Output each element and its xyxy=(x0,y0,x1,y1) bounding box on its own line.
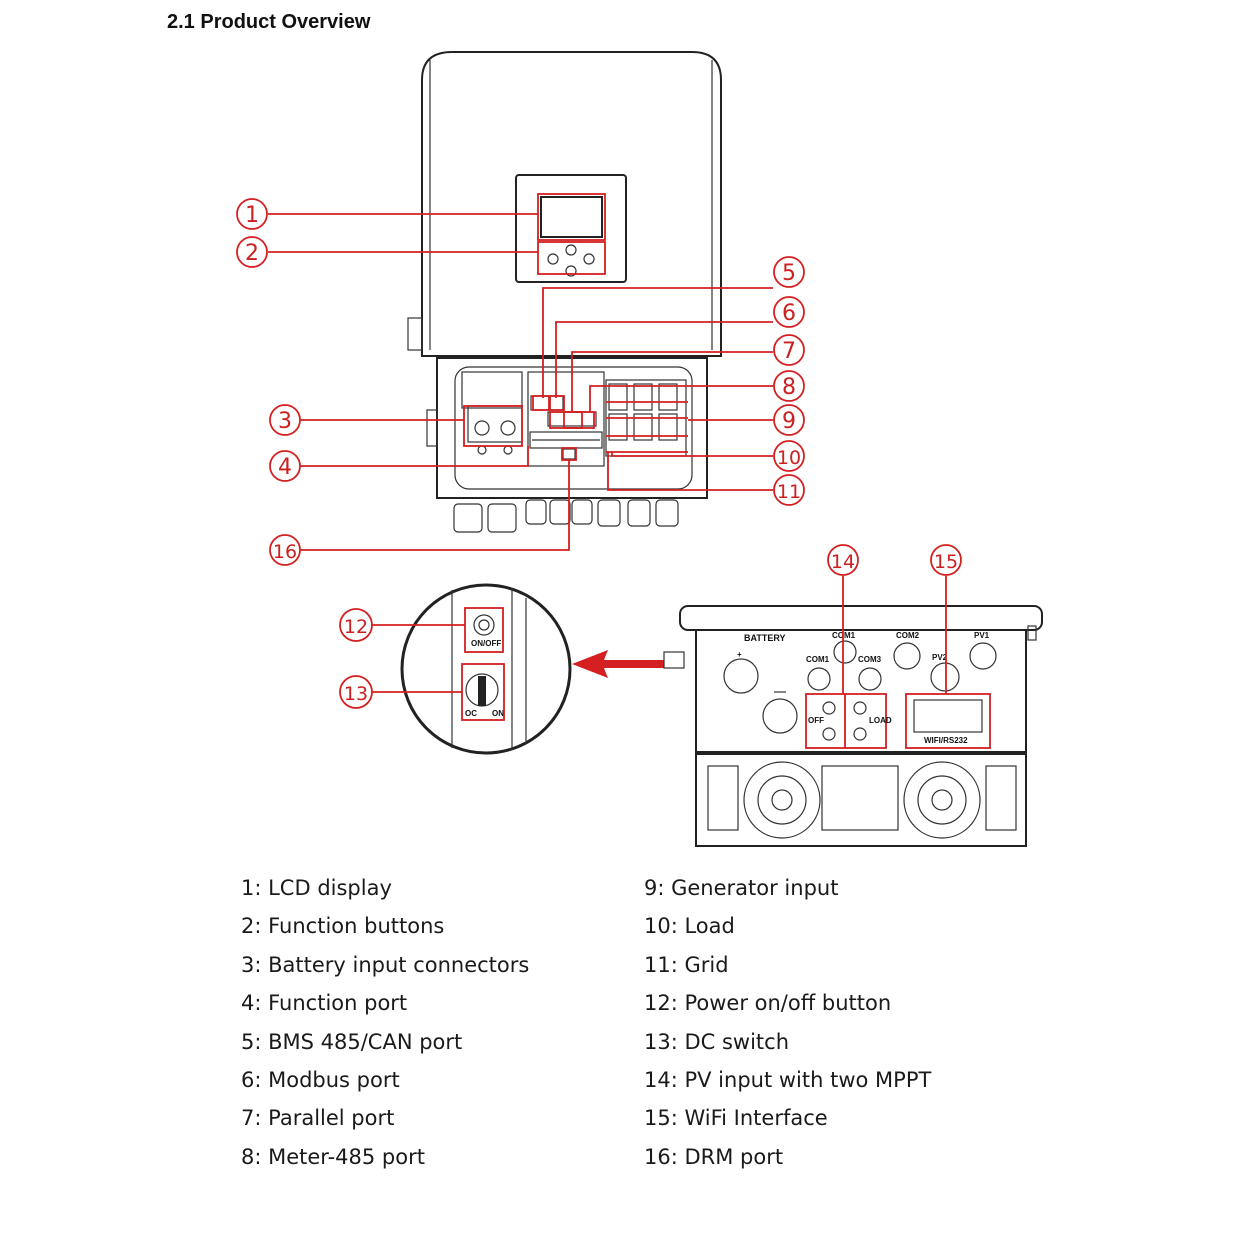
inverter-front-view xyxy=(407,51,722,533)
zoom-arrow xyxy=(572,650,664,678)
legend-item-9: 9: Generator input xyxy=(644,876,839,900)
svg-text:6: 6 xyxy=(782,301,796,326)
callout-6: 6 xyxy=(773,296,805,328)
callout-markers: 1 2 3 4 5 6 7 8 9 10 11 12 13 14 15 16 xyxy=(236,198,962,709)
callout-11: 11 xyxy=(773,474,805,506)
callout-1: 1 xyxy=(236,198,268,230)
svg-text:9: 9 xyxy=(782,409,796,434)
legend-item-14: 14: PV input with two MPPT xyxy=(644,1067,932,1092)
svg-text:5: 5 xyxy=(782,261,796,286)
legend-item-6: 6: Modbus port xyxy=(241,1067,400,1092)
oc-label: OC xyxy=(465,709,477,718)
svg-text:11: 11 xyxy=(777,481,801,503)
legend-item-15: 15: WiFi Interface xyxy=(644,1106,828,1131)
legend-item-10: 10: Load xyxy=(644,914,735,939)
lcd-highlight xyxy=(537,193,606,241)
legend-item-7: 7: Parallel port xyxy=(241,1106,395,1131)
callout-14: 14 xyxy=(827,544,859,576)
page-title: 2.1 Product Overview xyxy=(167,11,371,33)
svg-text:15: 15 xyxy=(934,551,958,573)
callout-9: 9 xyxy=(773,404,805,436)
legend-item-11: 11: Grid xyxy=(644,952,729,977)
pv-input-highlight xyxy=(805,693,887,749)
callout-3: 3 xyxy=(269,404,301,436)
onoff-highlight xyxy=(464,607,504,653)
callout-leaders-upper xyxy=(268,213,773,551)
pv2-label: PV2 xyxy=(932,653,948,662)
legend-item-4: 4: Function port xyxy=(241,991,408,1016)
callout-13: 13 xyxy=(339,675,373,709)
svg-text:13: 13 xyxy=(344,683,368,705)
svg-text:2: 2 xyxy=(245,241,259,266)
wifi-highlight xyxy=(905,693,991,749)
legend-item-13: 13: DC switch xyxy=(644,1029,790,1054)
svg-text:7: 7 xyxy=(782,339,796,364)
callout-10: 10 xyxy=(773,440,805,472)
svg-text:1: 1 xyxy=(245,203,259,228)
legend-item-5: 5: BMS 485/CAN port xyxy=(241,1029,463,1054)
svg-text:3: 3 xyxy=(278,409,292,434)
svg-text:14: 14 xyxy=(831,551,855,573)
battery-connectors-highlight xyxy=(463,405,523,447)
off-label: OFF xyxy=(808,716,824,725)
callout-2: 2 xyxy=(236,236,268,268)
callout-5: 5 xyxy=(773,256,805,288)
lcd-screen xyxy=(540,196,603,238)
callout-12: 12 xyxy=(339,608,373,642)
inverter-bottom-view: BATTERY + COM1 COM1 COM3 COM2 PV2 PV1 OF… xyxy=(663,576,1043,847)
com1-label: COM1 xyxy=(806,655,830,664)
buttons-highlight xyxy=(537,241,606,275)
svg-text:12: 12 xyxy=(344,616,368,638)
callout-15: 15 xyxy=(930,544,962,576)
svg-text:16: 16 xyxy=(273,541,297,563)
load-label: LOAD xyxy=(869,716,892,725)
wifi-label: WIFI/RS232 xyxy=(924,736,968,745)
callout-8: 8 xyxy=(773,370,805,402)
side-detail-zoom: ON/OFF OC ON xyxy=(372,583,572,755)
svg-text:10: 10 xyxy=(777,447,801,469)
battery-label: BATTERY xyxy=(744,633,786,643)
callout-4: 4 xyxy=(269,450,301,482)
com3-label: COM3 xyxy=(858,655,882,664)
callout-16: 16 xyxy=(269,534,301,566)
legend-item-8: 8: Meter-485 port xyxy=(241,1144,425,1169)
svg-text:4: 4 xyxy=(278,455,292,480)
inverter-diagram: .blk { fill: none; stroke: #222; stroke-… xyxy=(236,51,1043,847)
callout-7: 7 xyxy=(773,334,805,366)
onoff-label: ON/OFF xyxy=(471,639,501,648)
legend-item-3: 3: Battery input connectors xyxy=(241,952,530,977)
legend-item-1: 1: LCD display xyxy=(241,876,392,900)
component-legend: 1: LCD display 2: Function buttons 3: Ba… xyxy=(241,876,1001,1183)
pv1-label: PV1 xyxy=(974,631,990,640)
svg-text:8: 8 xyxy=(782,375,796,400)
com2-label: COM2 xyxy=(896,631,920,640)
legend-item-12: 12: Power on/off button xyxy=(644,991,892,1016)
svg-text:+: + xyxy=(737,650,742,659)
legend-item-2: 2: Function buttons xyxy=(241,914,445,939)
legend-item-16: 16: DRM port xyxy=(644,1144,784,1169)
on-label: ON xyxy=(492,709,504,718)
lcd-panel xyxy=(515,174,627,283)
